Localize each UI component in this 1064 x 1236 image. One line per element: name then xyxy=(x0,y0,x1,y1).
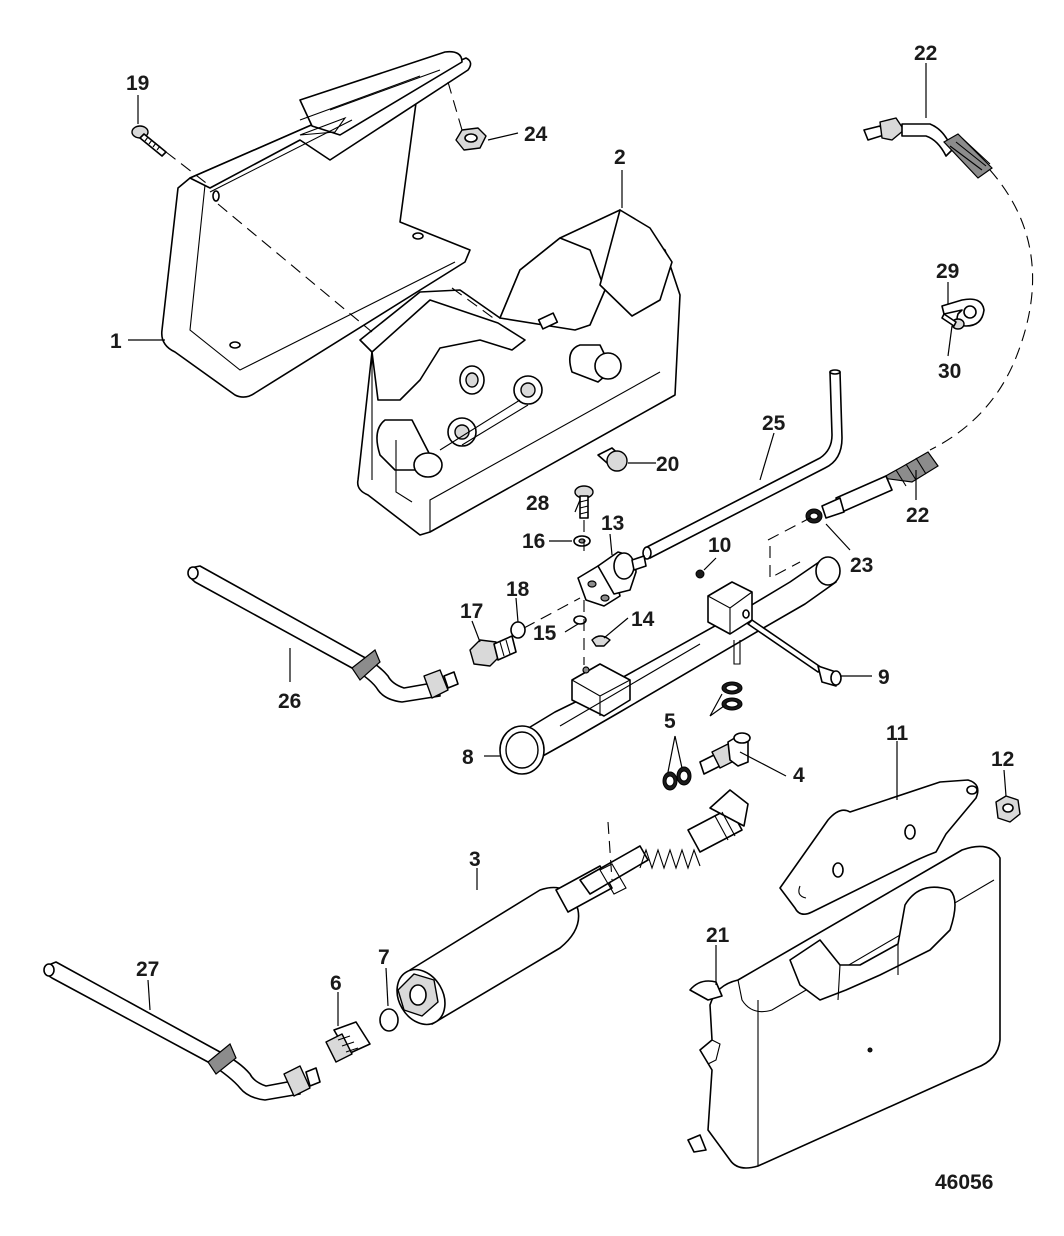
housing-socket-3 xyxy=(459,365,485,395)
callout-18: 18 xyxy=(506,578,530,601)
callout-8: 8 xyxy=(462,746,474,769)
callout-29: 29 xyxy=(936,260,959,283)
housing-socket-1 xyxy=(376,419,443,478)
part-6-fitting xyxy=(325,1021,371,1063)
part-30-screw xyxy=(941,313,965,330)
part-7-check-ball xyxy=(379,1008,399,1032)
callout-15: 15 xyxy=(533,622,557,645)
callout-6: 6 xyxy=(330,972,342,995)
part-13-regulator xyxy=(577,551,647,607)
callout-16: 16 xyxy=(522,530,545,553)
part-22-fuel-line xyxy=(821,117,1034,519)
callout-7: 7 xyxy=(378,946,390,969)
callout-1: 1 xyxy=(110,330,122,353)
callout-10: 10 xyxy=(708,534,731,557)
callout-30: 30 xyxy=(938,360,961,383)
callout-19: 19 xyxy=(126,72,149,95)
callout-25: 25 xyxy=(762,412,786,435)
callout-5: 5 xyxy=(664,710,676,733)
part-1-mounting-bracket xyxy=(160,50,472,398)
callout-11: 11 xyxy=(886,722,909,745)
part-9-screw xyxy=(747,619,842,687)
callout-14: 14 xyxy=(631,608,655,631)
callout-20: 20 xyxy=(656,453,679,476)
part-14-seal xyxy=(591,635,611,647)
part-19-screw xyxy=(131,125,167,157)
part-15-o-ring xyxy=(573,615,587,625)
part-27-fuel-hose xyxy=(43,961,321,1101)
callout-24: 24 xyxy=(524,123,548,146)
callout-21: 21 xyxy=(706,924,730,947)
callout-13: 13 xyxy=(601,512,624,535)
callout-22-top: 22 xyxy=(914,42,937,65)
housing-socket-4 xyxy=(513,375,543,405)
part-24-nut xyxy=(455,127,487,151)
callout-17: 17 xyxy=(460,600,483,623)
callout-28: 28 xyxy=(526,492,550,515)
callout-labels: 1 2 3 4 5 6 7 8 9 10 11 12 13 14 15 16 1… xyxy=(110,42,1014,1194)
callout-3: 3 xyxy=(469,848,481,871)
part-5-o-rings xyxy=(662,681,743,791)
part-20-plug xyxy=(597,447,628,472)
callout-23: 23 xyxy=(850,554,873,577)
part-26-fuel-hose xyxy=(187,565,459,703)
part-16-washer xyxy=(573,535,591,547)
assembly-lines xyxy=(165,81,811,665)
figure-number: 46056 xyxy=(935,1171,993,1194)
part-23-o-ring xyxy=(805,508,823,524)
part-8-fuel-rail xyxy=(499,556,841,775)
callout-12: 12 xyxy=(991,748,1014,771)
part-29-clamp xyxy=(941,298,985,327)
part-2-housing xyxy=(356,209,681,536)
part-3-fuel-pump xyxy=(396,789,749,1026)
callout-22-bottom: 22 xyxy=(906,504,929,527)
part-11-bracket-plate xyxy=(779,779,979,916)
housing-socket-5 xyxy=(569,344,622,383)
callout-2: 2 xyxy=(614,146,626,169)
callout-27: 27 xyxy=(136,958,159,981)
part-18-o-ring xyxy=(510,621,526,639)
part-4-elbow-fitting xyxy=(699,732,751,775)
callout-9: 9 xyxy=(878,666,890,689)
part-17-bolt xyxy=(469,635,517,667)
part-28-screw xyxy=(574,485,594,519)
part-10-ball xyxy=(695,569,705,579)
part-12-nut xyxy=(995,795,1021,823)
part-21-cover xyxy=(687,845,1001,1169)
callout-4: 4 xyxy=(793,764,805,787)
callout-leaders xyxy=(128,63,1007,1026)
callout-26: 26 xyxy=(278,690,301,713)
part-25-tube xyxy=(642,369,843,560)
